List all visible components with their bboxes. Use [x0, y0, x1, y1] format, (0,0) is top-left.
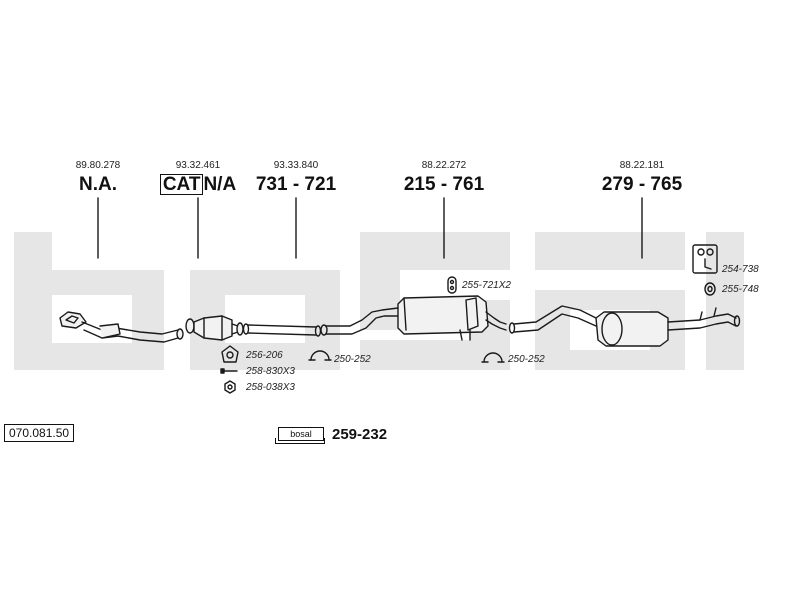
bolt-icon: [220, 368, 238, 374]
clamp-icon: [308, 350, 332, 361]
rubber-hanger-icon: [447, 276, 457, 294]
part-number: N.A.: [79, 174, 117, 195]
clamp-icon: [481, 352, 505, 363]
accessory-label: 256-206: [246, 350, 283, 361]
oem-number: 88.22.181: [619, 160, 665, 171]
part-number: 215 - 761: [403, 174, 485, 195]
gasket-icon: [221, 345, 239, 363]
accessory-label: 250-252: [508, 354, 545, 365]
accessory-label: 250-252: [334, 354, 371, 365]
mounting-kit-part-number: 259-232: [332, 426, 388, 443]
accessory-label: 258-038X3: [246, 382, 295, 393]
rear-silencer-part: [508, 305, 741, 347]
mounting-kit-box-icon: bosal: [275, 427, 325, 444]
centre-silencer-part: [320, 295, 507, 341]
accessory-label: 255-721X2: [462, 280, 511, 291]
part-number: N/A: [203, 174, 237, 195]
oem-number: 93.32.461: [175, 160, 221, 171]
accessory-label: 258-830X3: [246, 366, 295, 377]
part-number: 279 - 765: [601, 174, 683, 195]
accessory-label: 255-748: [722, 284, 759, 295]
oem-number: 93.33.840: [273, 160, 319, 171]
catalytic-converter-part: [185, 315, 244, 341]
hanger-bracket-icon: [692, 244, 718, 274]
front-pipe-part: [59, 311, 184, 343]
nut-icon: [224, 380, 236, 394]
accessory-label: 254-738: [722, 264, 759, 275]
part-number: 731 - 721: [255, 174, 337, 195]
cat-badge: CAT: [159, 174, 204, 195]
oem-number: 89.80.278: [75, 160, 121, 171]
intermediate-pipe-part: [242, 323, 322, 337]
oem-number: 88.22.272: [421, 160, 467, 171]
rubber-ring-icon: [704, 282, 716, 296]
reference-number: 070.081.50: [4, 424, 75, 442]
